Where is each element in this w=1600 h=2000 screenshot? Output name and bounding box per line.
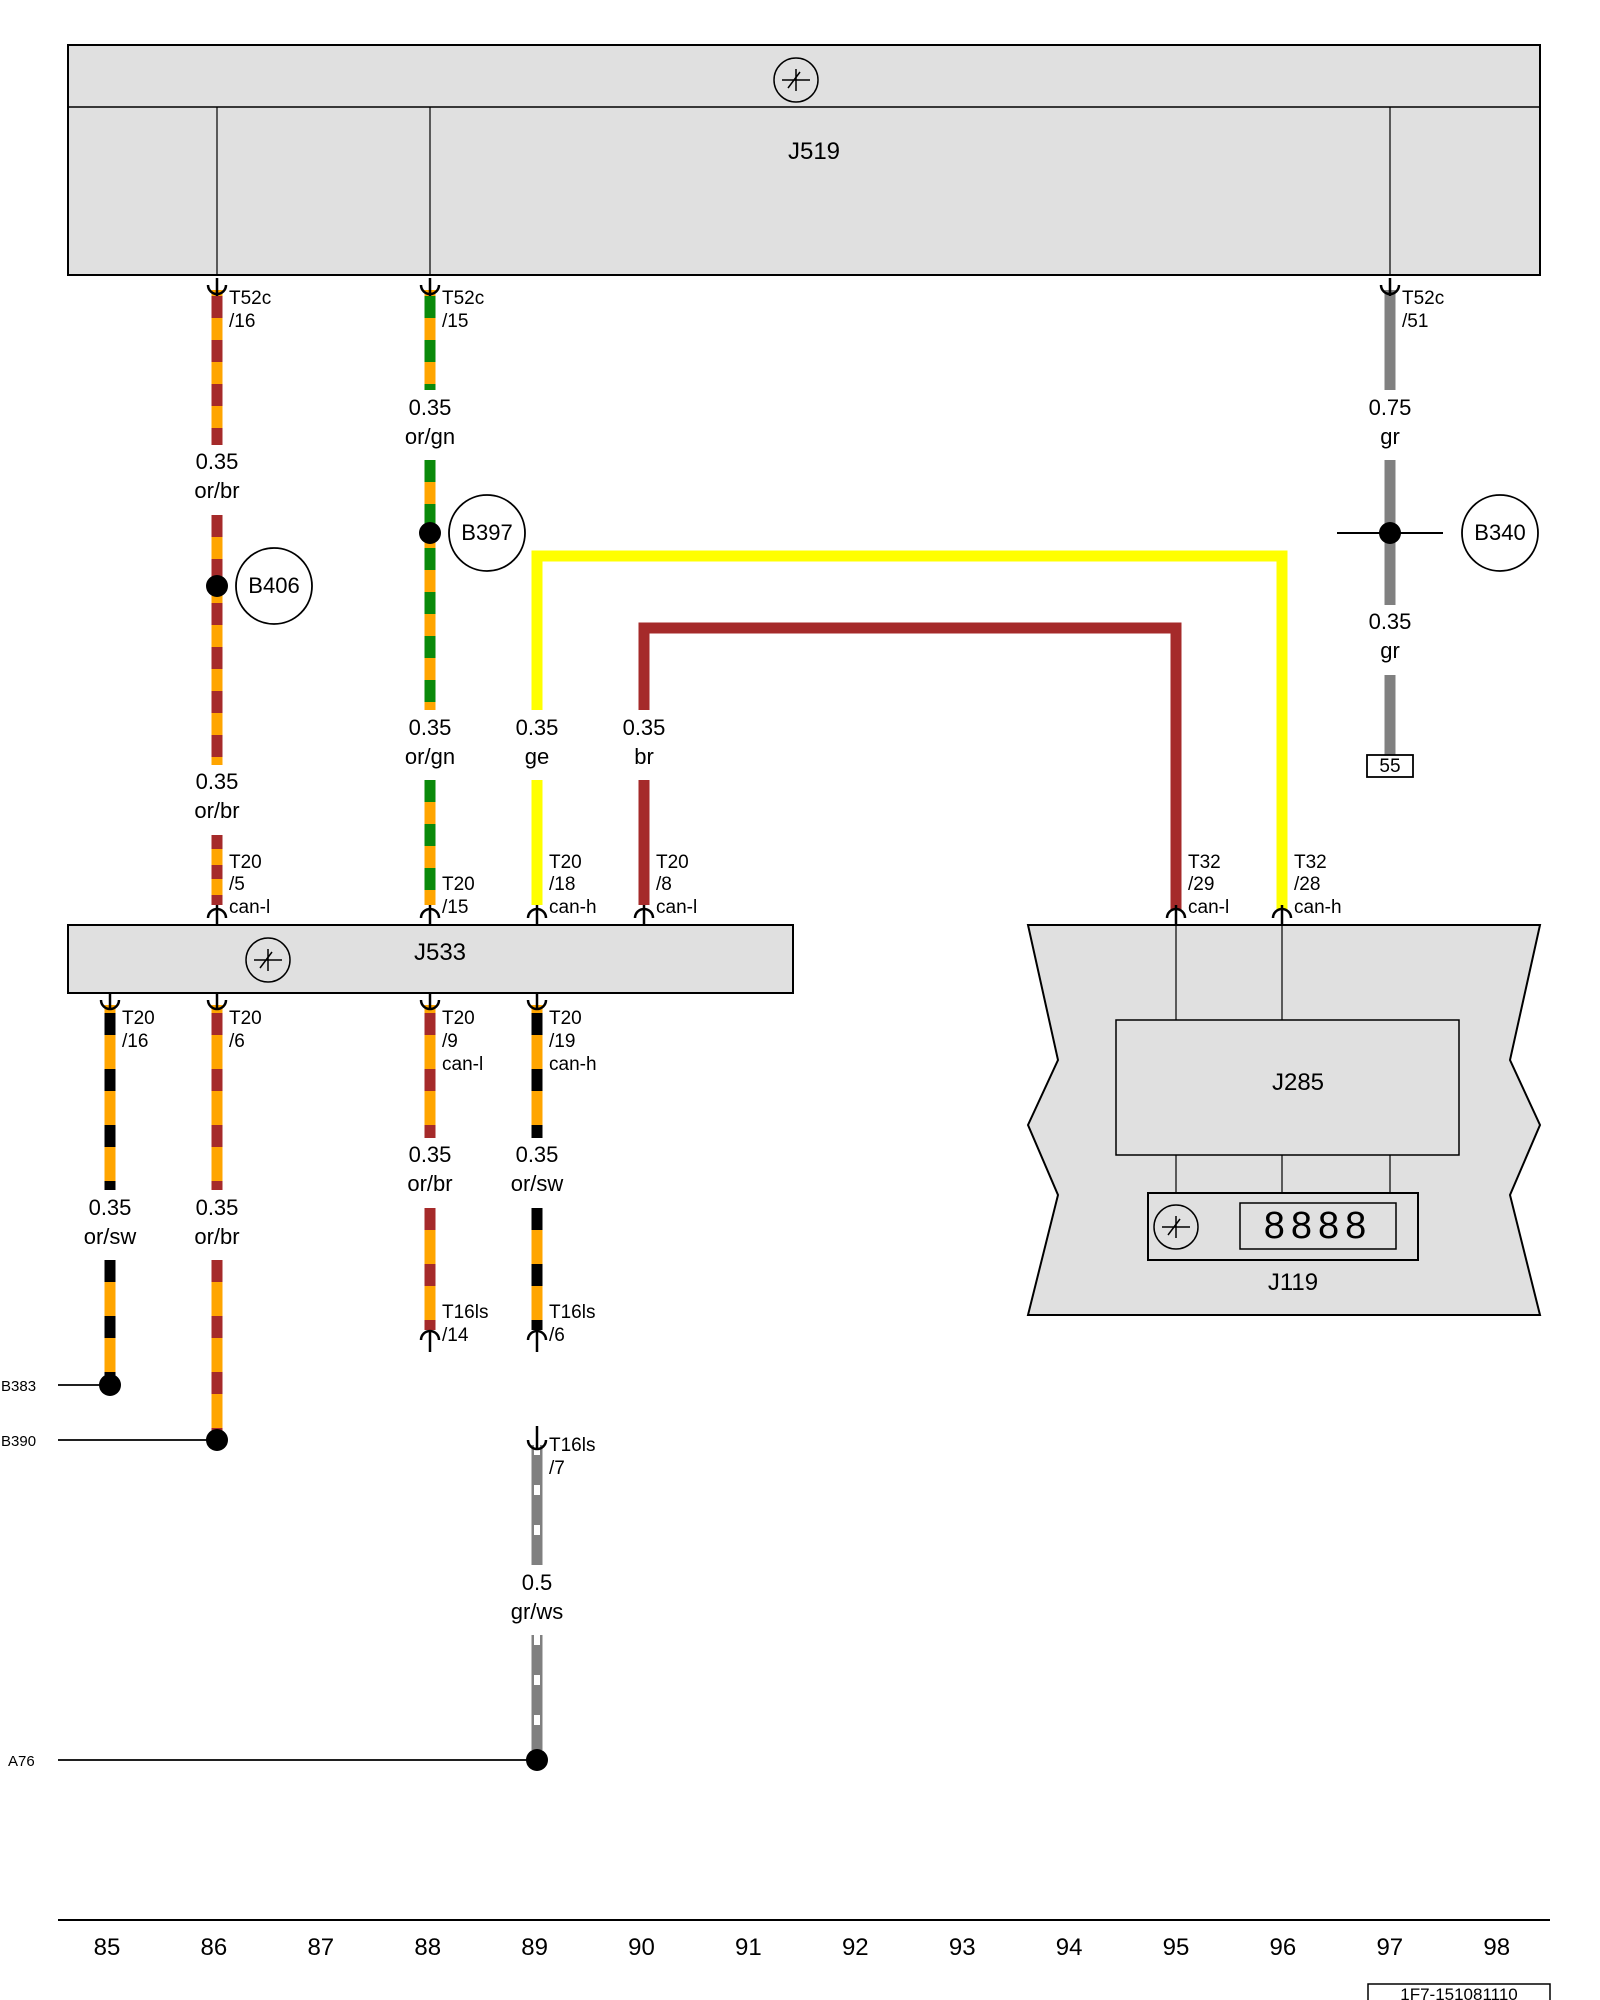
column-number: 88 bbox=[414, 1934, 441, 1961]
wire-ge-can-h[interactable] bbox=[531, 550, 1288, 910]
display-window bbox=[1239, 1202, 1397, 1250]
b340-circle[interactable] bbox=[1461, 494, 1539, 572]
j533-ground-symbol-icon bbox=[245, 937, 291, 983]
pin-t20-15: T20/15 bbox=[442, 874, 475, 918]
pin-t20-16: T20/16 bbox=[122, 1008, 155, 1052]
connector-t16ls-14-icon bbox=[419, 1329, 441, 1352]
column-number: 93 bbox=[949, 1934, 976, 1961]
column-number: 96 bbox=[1270, 1934, 1297, 1961]
pin-t52c-16: T52c/16 bbox=[229, 288, 271, 332]
b406-label: B406 bbox=[248, 573, 299, 598]
junction-b390 bbox=[206, 1429, 228, 1451]
display-digits: 8888 bbox=[1264, 1205, 1373, 1247]
b340-label: B340 bbox=[1474, 520, 1525, 545]
pin-t16ls-14: T16ls/14 bbox=[442, 1302, 488, 1346]
connector-t32-29-icon bbox=[1165, 905, 1187, 925]
connector-t20-5-icon bbox=[206, 905, 228, 925]
ref-label-a76: A76 bbox=[8, 1753, 35, 1770]
connector-t16ls-7-icon bbox=[526, 1426, 548, 1451]
column-numbers: 85 86 87 88 89 90 91 92 93 94 95 96 97 98 bbox=[94, 1934, 1510, 1961]
column-number: 89 bbox=[521, 1934, 548, 1961]
splice-b406-dot bbox=[206, 575, 228, 597]
terminal-55-box[interactable] bbox=[1366, 754, 1414, 778]
wire-br-can-l[interactable] bbox=[638, 622, 1182, 910]
connector-t20-15-icon bbox=[419, 905, 441, 925]
ref-label-b390: B390 bbox=[1, 1433, 36, 1450]
connector-t52c-51-icon bbox=[1379, 278, 1401, 296]
b397-circle[interactable] bbox=[448, 494, 526, 572]
pin-t16ls-7: T16ls/7 bbox=[549, 1435, 595, 1479]
connector-t20-8-icon bbox=[633, 905, 655, 925]
pin-t16ls-6: T16ls/6 bbox=[549, 1302, 595, 1346]
ref-label-b383: B383 bbox=[1, 1378, 36, 1395]
column-number: 94 bbox=[1056, 1934, 1083, 1961]
connector-t20-16-icon bbox=[99, 993, 121, 1011]
junction-a76 bbox=[526, 1749, 548, 1771]
column-number: 85 bbox=[94, 1934, 121, 1961]
j533-label: J533 bbox=[414, 939, 466, 966]
column-number: 98 bbox=[1483, 1934, 1510, 1961]
junction-b383 bbox=[99, 1374, 121, 1396]
column-number: 97 bbox=[1376, 1934, 1403, 1961]
terminal-55-label: 55 bbox=[1379, 756, 1400, 777]
connector-t52c-16-icon bbox=[206, 278, 228, 296]
b397-label: B397 bbox=[461, 520, 512, 545]
connector-t32-28-icon bbox=[1271, 905, 1293, 925]
b406-circle[interactable] bbox=[235, 547, 313, 625]
connector-t52c-15-icon bbox=[419, 278, 441, 296]
j519-ground-symbol-icon bbox=[773, 57, 819, 103]
splice-b340-dot bbox=[1379, 522, 1401, 544]
connector-t20-9-icon bbox=[419, 993, 441, 1011]
j533-box[interactable] bbox=[67, 924, 794, 994]
connector-t20-18-icon bbox=[526, 905, 548, 925]
j285-box[interactable] bbox=[1115, 1019, 1460, 1156]
j285-label: J285 bbox=[1272, 1069, 1324, 1096]
connector-t16ls-6-icon bbox=[526, 1329, 548, 1352]
splice-b397-dot bbox=[419, 522, 441, 544]
column-number: 87 bbox=[307, 1934, 334, 1961]
column-number: 91 bbox=[735, 1934, 762, 1961]
pin-t20-6: T20/6 bbox=[229, 1008, 262, 1052]
footer-code: 1F7-151081110 bbox=[1400, 1985, 1518, 2000]
footer-code-box bbox=[1367, 1983, 1551, 2000]
column-number: 92 bbox=[842, 1934, 869, 1961]
pin-t52c-15: T52c/15 bbox=[442, 288, 484, 332]
column-number: 90 bbox=[628, 1934, 655, 1961]
j519-box[interactable] bbox=[67, 44, 1541, 276]
j119-ground-symbol-icon bbox=[1153, 1204, 1199, 1250]
column-number: 95 bbox=[1163, 1934, 1190, 1961]
connector-t20-6-icon bbox=[206, 993, 228, 1011]
j519-label: J519 bbox=[788, 138, 840, 165]
column-number: 86 bbox=[201, 1934, 228, 1961]
pin-t52c-51: T52c/51 bbox=[1402, 288, 1444, 332]
connector-t20-19-icon bbox=[526, 993, 548, 1011]
j119-label: J119 bbox=[1268, 1269, 1318, 1296]
